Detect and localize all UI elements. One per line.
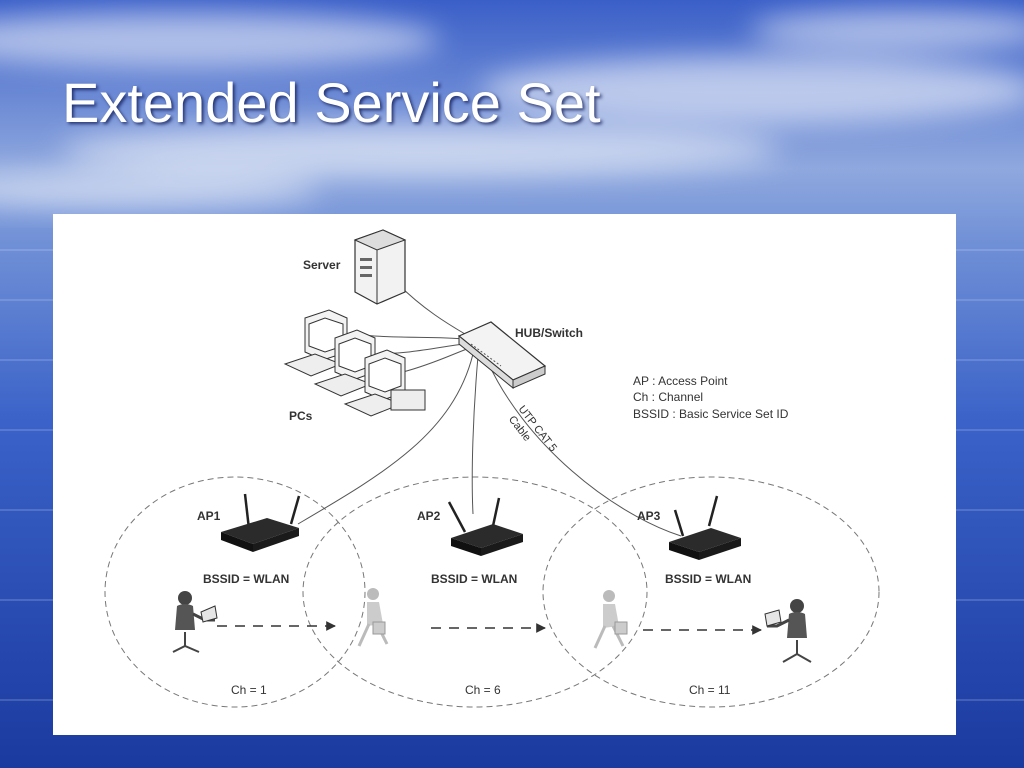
ap3-label: AP3 bbox=[637, 509, 661, 523]
diagram-panel: Server HUB/Switch PCs UTP bbox=[53, 214, 956, 735]
legend-item-ap: AP : Access Point bbox=[633, 374, 728, 388]
channel-label-2: Ch = 6 bbox=[465, 683, 501, 697]
bssid-label-1: BSSID = WLAN bbox=[203, 572, 289, 586]
cable-label: UTP CAT 5 Cable bbox=[506, 403, 559, 454]
server-label: Server bbox=[303, 258, 341, 272]
walking-user-icon-2 bbox=[593, 590, 628, 649]
bss-cell-1 bbox=[104, 476, 366, 708]
pc-icon-3 bbox=[343, 349, 426, 417]
ap2-label: AP2 bbox=[417, 509, 441, 523]
ess-diagram: Server HUB/Switch PCs UTP bbox=[104, 229, 880, 708]
channel-label-3: Ch = 11 bbox=[689, 683, 731, 697]
slide-title: Extended Service Set bbox=[62, 71, 601, 134]
legend-item-ch: Ch : Channel bbox=[633, 390, 703, 404]
network-cables bbox=[297, 283, 682, 537]
seated-user-with-laptop-icon-1 bbox=[172, 591, 218, 653]
ap1-label: AP1 bbox=[197, 509, 221, 523]
server-icon bbox=[353, 229, 407, 305]
walking-user-icon-1 bbox=[357, 588, 389, 647]
access-point-icon-1 bbox=[221, 493, 301, 552]
hub-switch-icon bbox=[457, 321, 547, 390]
bssid-label-2: BSSID = WLAN bbox=[431, 572, 517, 586]
bss-cell-2 bbox=[302, 476, 648, 708]
access-point-icon-3 bbox=[669, 495, 741, 560]
bssid-label-3: BSSID = WLAN bbox=[665, 572, 751, 586]
hub-switch-label: HUB/Switch bbox=[515, 326, 583, 340]
legend-item-bssid: BSSID : Basic Service Set ID bbox=[633, 407, 789, 421]
access-point-icon-2 bbox=[447, 497, 523, 556]
bss-cell-3 bbox=[542, 476, 880, 708]
seated-user-with-laptop-icon-2 bbox=[764, 599, 812, 663]
pcs-label: PCs bbox=[289, 409, 313, 423]
legend: AP : Access Point Ch : Channel BSSID : B… bbox=[633, 374, 789, 421]
channel-label-1: Ch = 1 bbox=[231, 683, 267, 697]
